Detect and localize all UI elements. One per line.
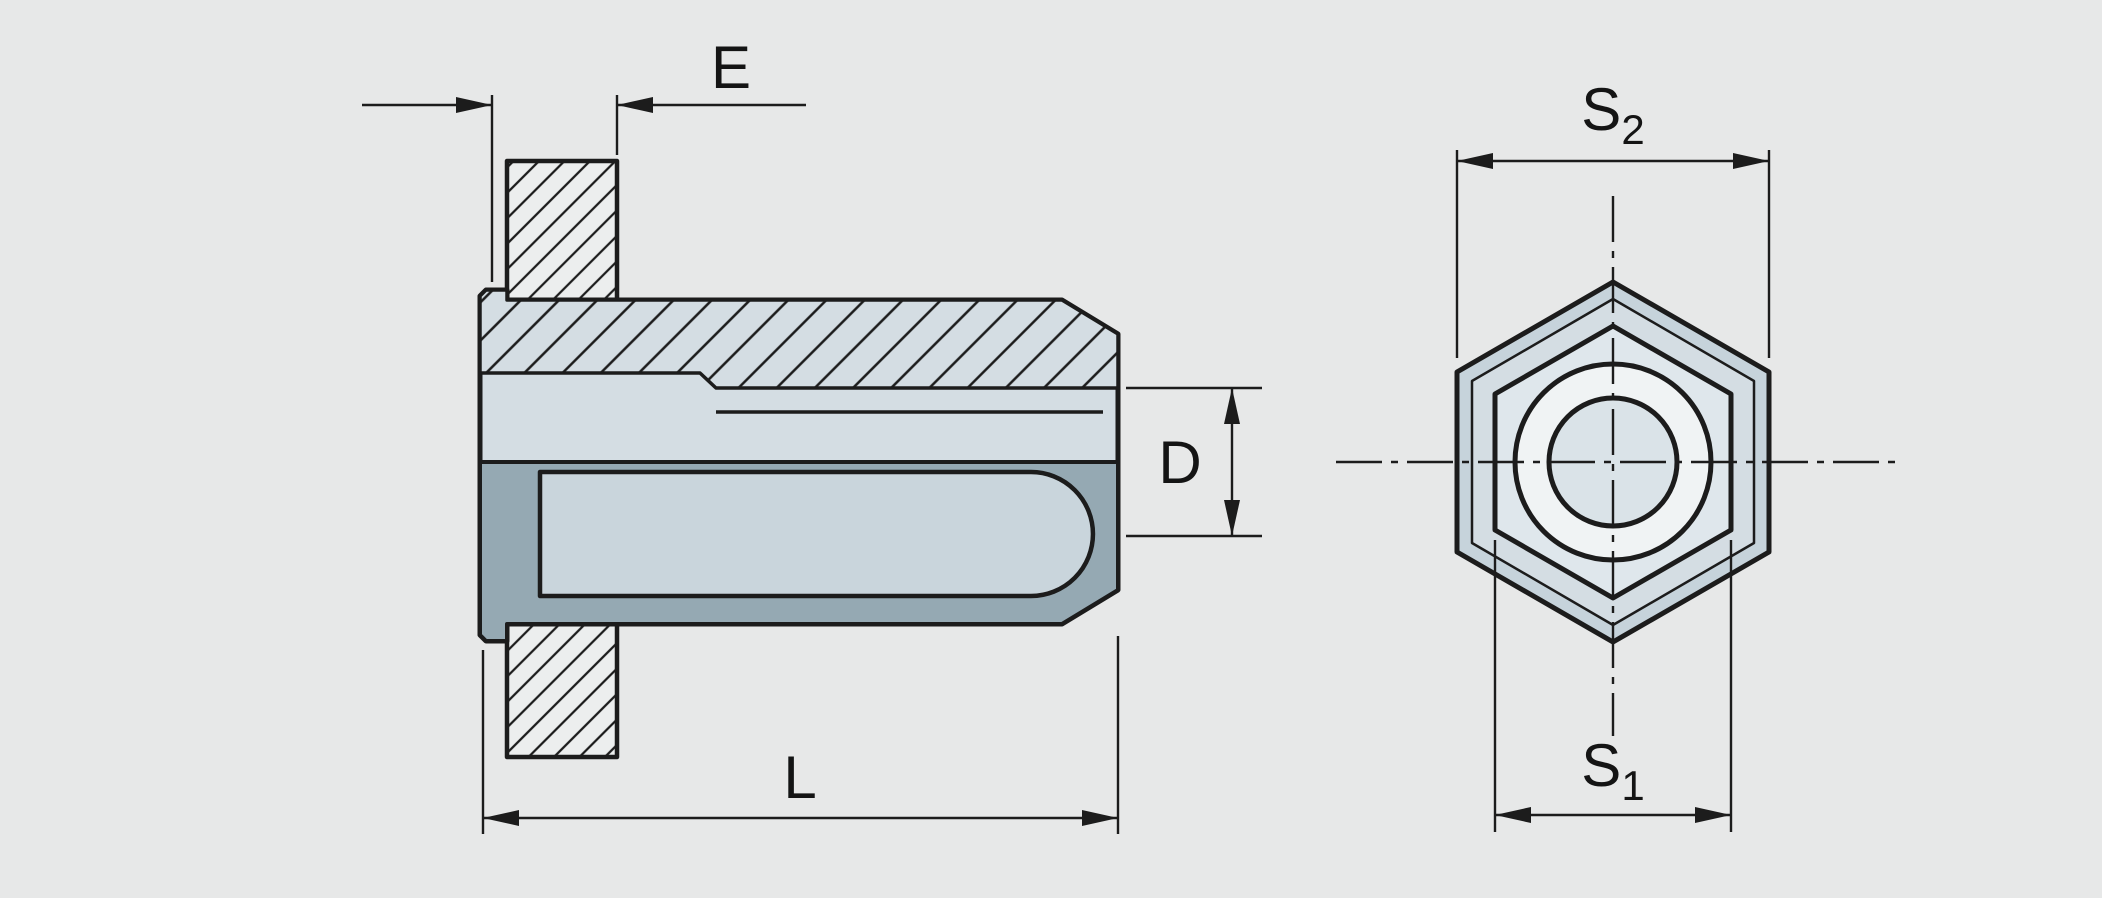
dim-e-arrow-left xyxy=(456,97,492,113)
dimension-s2 xyxy=(1455,150,1771,358)
dim-label-e: E xyxy=(711,34,751,101)
dim-label-d: D xyxy=(1158,429,1201,496)
dimension-e xyxy=(362,95,806,282)
dim-l-arrow-right xyxy=(1082,810,1118,826)
dim-label-s2-subscript: 2 xyxy=(1621,106,1644,153)
dimension-d xyxy=(1126,386,1262,538)
dimension-s1 xyxy=(1493,540,1733,832)
dim-l-arrow-left xyxy=(483,810,519,826)
dim-label-s2-base: S xyxy=(1581,76,1621,143)
center-lines xyxy=(1336,196,1896,736)
dim-label-s2: S2 xyxy=(1581,76,1644,153)
bore-end-shape xyxy=(537,469,1096,599)
dim-d-arrow-up xyxy=(1224,388,1240,424)
front-hex-view xyxy=(1454,279,1772,645)
clamped-plate-lower xyxy=(504,621,620,760)
dim-label-s1-subscript: 1 xyxy=(1621,762,1644,809)
dim-e-arrow-right xyxy=(617,97,653,113)
side-section-view xyxy=(477,158,1121,760)
dim-s2-arrow-right xyxy=(1733,153,1769,169)
nut-section-hatch xyxy=(478,288,1120,390)
dim-label-l: L xyxy=(783,744,816,811)
dim-s1-arrow-left xyxy=(1495,807,1531,823)
dim-d-arrow-down xyxy=(1224,500,1240,536)
dimension-l xyxy=(481,636,1120,834)
plate-hatching xyxy=(504,621,620,760)
dim-label-s1-base: S xyxy=(1581,732,1621,799)
dim-s1-arrow-right xyxy=(1695,807,1731,823)
dim-label-s1: S1 xyxy=(1581,732,1644,809)
dim-s2-arrow-left xyxy=(1457,153,1493,169)
clamped-plate-upper xyxy=(504,158,620,303)
plate-hatching xyxy=(504,158,620,303)
